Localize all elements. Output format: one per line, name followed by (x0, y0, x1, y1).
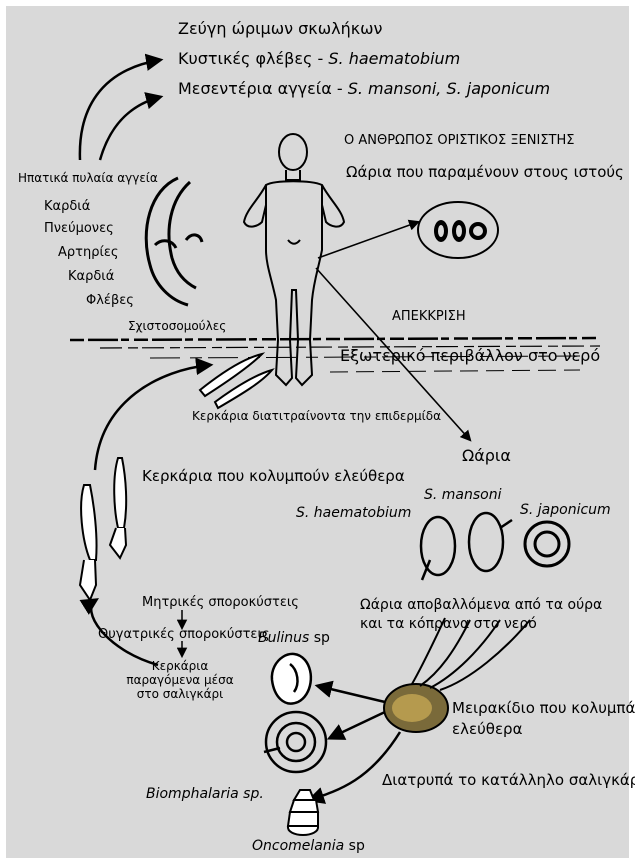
lungs-label: Πνεύμονες (44, 222, 114, 237)
arrow-to-bulinus (318, 686, 385, 702)
arrow-to-biomphalaria (330, 712, 385, 738)
penetrates-snail-label: Διατρυπά το κατάλληλο σαλιγκάρι (382, 772, 635, 789)
miracidium-label-1: Μειρακίδιο που κολυμπά (452, 700, 635, 717)
penetrating-cercariae (200, 354, 272, 408)
mansoni-egg (469, 513, 512, 571)
water-environment-label: Εξωτερικό περιβάλλον στο νερό (340, 347, 600, 365)
daughter-sporocysts-label: Θυγατρικές σποροκύστεις (98, 628, 269, 643)
biomphalaria-label: Biomphalaria sp. (146, 786, 264, 802)
mother-sporocysts-label: Μητρικές σποροκύστεις (142, 596, 299, 611)
oncomelania-snail (288, 790, 318, 835)
japonicum-egg (525, 522, 569, 566)
portal-vessels-label: Ηπατικά πυλαία αγγεία (18, 172, 158, 186)
miracidium-label-2: ελεύθερα (452, 721, 522, 738)
tissue-eggs-label: Ωάρια που παραμένουν στους ιστούς (346, 164, 624, 181)
bulinus-snail (272, 654, 311, 704)
arrow-to-tissue-eggs (318, 222, 418, 258)
arteries-label: Αρτηρίες (58, 246, 119, 261)
japonicum-label: S. japonicum (520, 502, 611, 518)
bulinus-label: Bulinus sp (258, 630, 330, 646)
heart-label-1: Καρδιά (44, 200, 90, 215)
arrow-to-mesenteric (100, 97, 160, 160)
arrow-to-oncomelania (310, 732, 400, 800)
cercariae-produced-label: Κερκάρια παραγόμενα μέσα στο σαλιγκάρι (118, 660, 242, 701)
biomphalaria-snail (264, 712, 326, 772)
heart-label-2: Καρδιά (68, 270, 114, 285)
host-title: Ο ΑΝΘΡΩΠΟΣ ΟΡΙΣΤΙΚΟΣ ΞΕΝΙΣΤΗΣ (344, 134, 574, 149)
shed-eggs-label-1: Ωάρια αποβαλλόμενα από τα ούρα (360, 597, 602, 613)
eggs-label: Ωάρια (462, 447, 511, 465)
vesical-veins-label: Κυστικές φλέβες - S. haematobium (178, 50, 460, 68)
miracidium-illustration (384, 684, 448, 732)
free-cercariae-illustration (80, 458, 126, 600)
arrow-to-mating (80, 60, 160, 160)
haematobium-label: S. haematobium (296, 505, 411, 521)
mesenteric-vessels-label: Μεσεντέρια αγγεία - S. mansoni, S. japon… (178, 80, 550, 98)
tissue-eggs-illustration (418, 202, 498, 258)
schistosomula-label: Σχιστοσομούλες (128, 320, 226, 334)
veins-label: Φλέβες (86, 294, 134, 309)
mating-pairs-label: Ζεύγη ώριμων σκωλήκων (178, 20, 382, 38)
oncomelania-label: Oncomelania sp (252, 838, 365, 854)
worm-pair-illustration (146, 178, 202, 305)
excretion-label: ΑΠΕΚΚΡΙΣΗ (392, 310, 466, 325)
free-cercariae-label: Κερκάρια που κολυμπούν ελεύθερα (142, 468, 405, 485)
penetrating-cercariae-label: Κερκάρια διατιτραίνοντα την επιδερμίδα (192, 410, 441, 424)
shed-eggs-label-2: και τα κόπρανα στο νερό (360, 616, 537, 632)
mansoni-label: S. mansoni (424, 487, 502, 503)
haematobium-egg (421, 517, 455, 580)
